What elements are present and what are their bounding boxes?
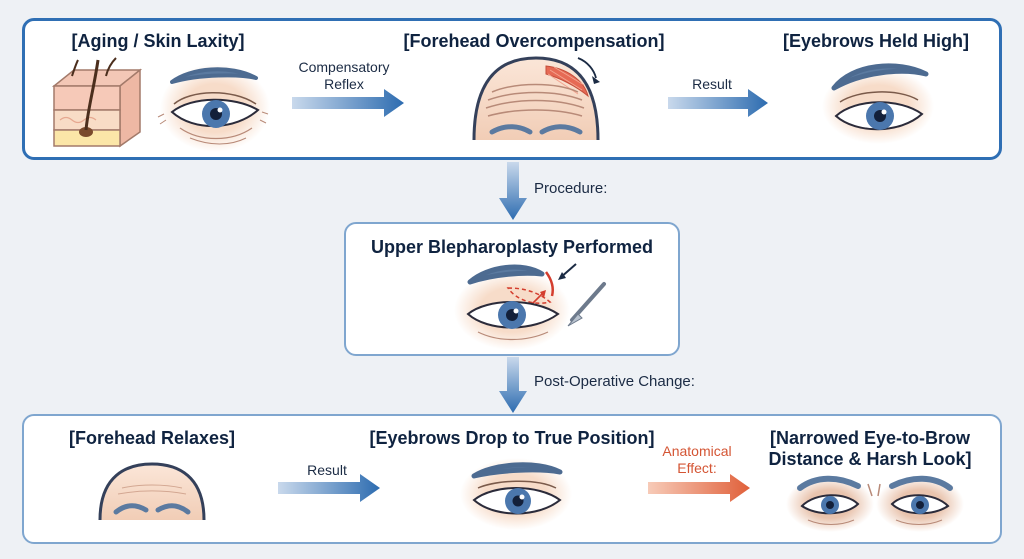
procedure-arrow bbox=[499, 162, 527, 220]
harsh-look-eyes-icon bbox=[786, 475, 964, 532]
skin-layers-icon bbox=[51, 57, 143, 148]
top-result-arrow bbox=[668, 89, 768, 117]
surgery-eye-icon bbox=[454, 263, 606, 350]
eyebrows-drop-title: [Eyebrows Drop to True Position] bbox=[369, 428, 655, 448]
post-operative-label: Post-Operative Change: bbox=[534, 373, 695, 390]
bottom-result-arrow bbox=[278, 474, 380, 502]
compensatory-arrow bbox=[292, 89, 404, 117]
wrinkled-forehead-icon bbox=[472, 56, 600, 141]
anatomical-effect-label: Anatomical Effect: bbox=[662, 443, 732, 476]
eyebrows-held-high-title: [Eyebrows Held High] bbox=[782, 31, 970, 51]
procedure-label: Procedure: bbox=[534, 180, 608, 197]
post-operative-arrow bbox=[499, 357, 527, 413]
blepharoplasty-title: Upper Blepharoplasty Performed bbox=[370, 237, 654, 257]
relaxed-forehead-icon bbox=[98, 462, 206, 521]
bottom-result-label: Result bbox=[307, 462, 347, 478]
forehead-overcompensation-title: [Forehead Overcompensation] bbox=[403, 31, 665, 51]
forehead-relaxes-title: [Forehead Relaxes] bbox=[68, 428, 236, 448]
dropped-brow-eye-icon bbox=[460, 458, 572, 530]
narrowed-distance-title: [Narrowed Eye-to-Brow Distance & Harsh L… bbox=[768, 428, 972, 469]
top-result-label: Result bbox=[692, 76, 732, 92]
aging-title: [Aging / Skin Laxity] bbox=[71, 31, 245, 51]
compensatory-reflex-label: Compensatory Reflex bbox=[298, 59, 390, 92]
anatomical-effect-arrow bbox=[648, 474, 750, 502]
raised-brow-eye-icon bbox=[822, 63, 934, 144]
tired-eye-icon bbox=[157, 64, 270, 152]
